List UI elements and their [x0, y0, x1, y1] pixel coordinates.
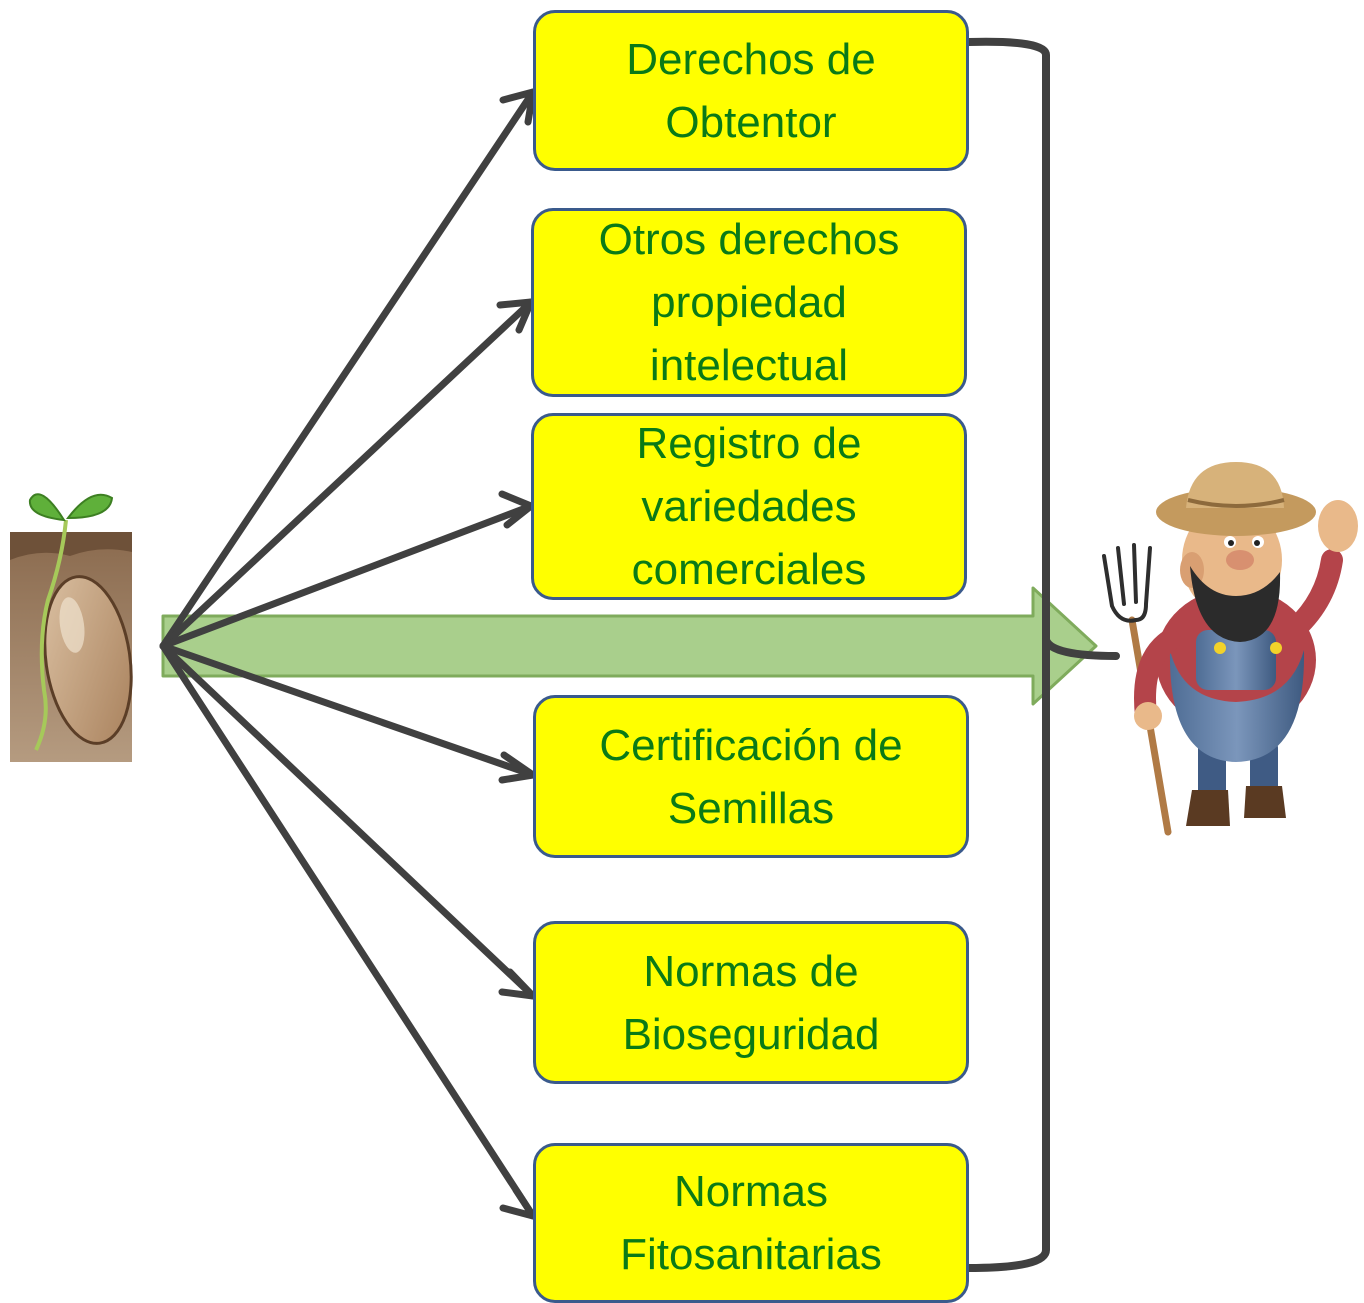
box-certificacion-de-semillas: Certificación de Semillas	[533, 695, 969, 858]
seedling-seed-icon	[10, 493, 133, 762]
arrow-to-registro-variedades	[159, 502, 535, 650]
box-normas-de-bioseguridad: Normas de Bioseguridad	[533, 921, 969, 1084]
box-label: Otros derechos propiedad intelectual	[598, 215, 900, 390]
box-label: Registro de variedades comerciales	[631, 419, 867, 594]
arrow-to-certificacion	[159, 642, 537, 779]
arrow-to-otros-derechos	[159, 298, 535, 650]
box-derechos-de-obtentor: Derechos de Obtentor	[533, 10, 969, 171]
farmer-with-pitchfork-icon	[1102, 462, 1358, 836]
box-label: Normas Fitosanitarias	[620, 1167, 882, 1279]
box-label: Normas de Bioseguridad	[622, 946, 880, 1059]
box-label: Certificación de Semillas	[599, 720, 903, 833]
arrow-to-fitosanitarias	[159, 642, 537, 1220]
bracket-pointer	[1042, 636, 1120, 660]
box-registro-de-variedades-comerciales: Registro de variedades comerciales	[531, 413, 967, 600]
box-normas-fitosanitarias: Normas Fitosanitarias	[533, 1143, 969, 1303]
right-bracket	[965, 37, 1050, 1272]
box-label: Derechos de Obtentor	[626, 34, 876, 147]
main-green-arrow	[161, 586, 1098, 706]
arrow-to-derechos-obtentor	[159, 88, 537, 650]
box-otros-derechos-propiedad-intelectual: Otros derechos propiedad intelectual	[531, 208, 967, 397]
arrow-to-bioseguridad	[159, 642, 537, 1000]
